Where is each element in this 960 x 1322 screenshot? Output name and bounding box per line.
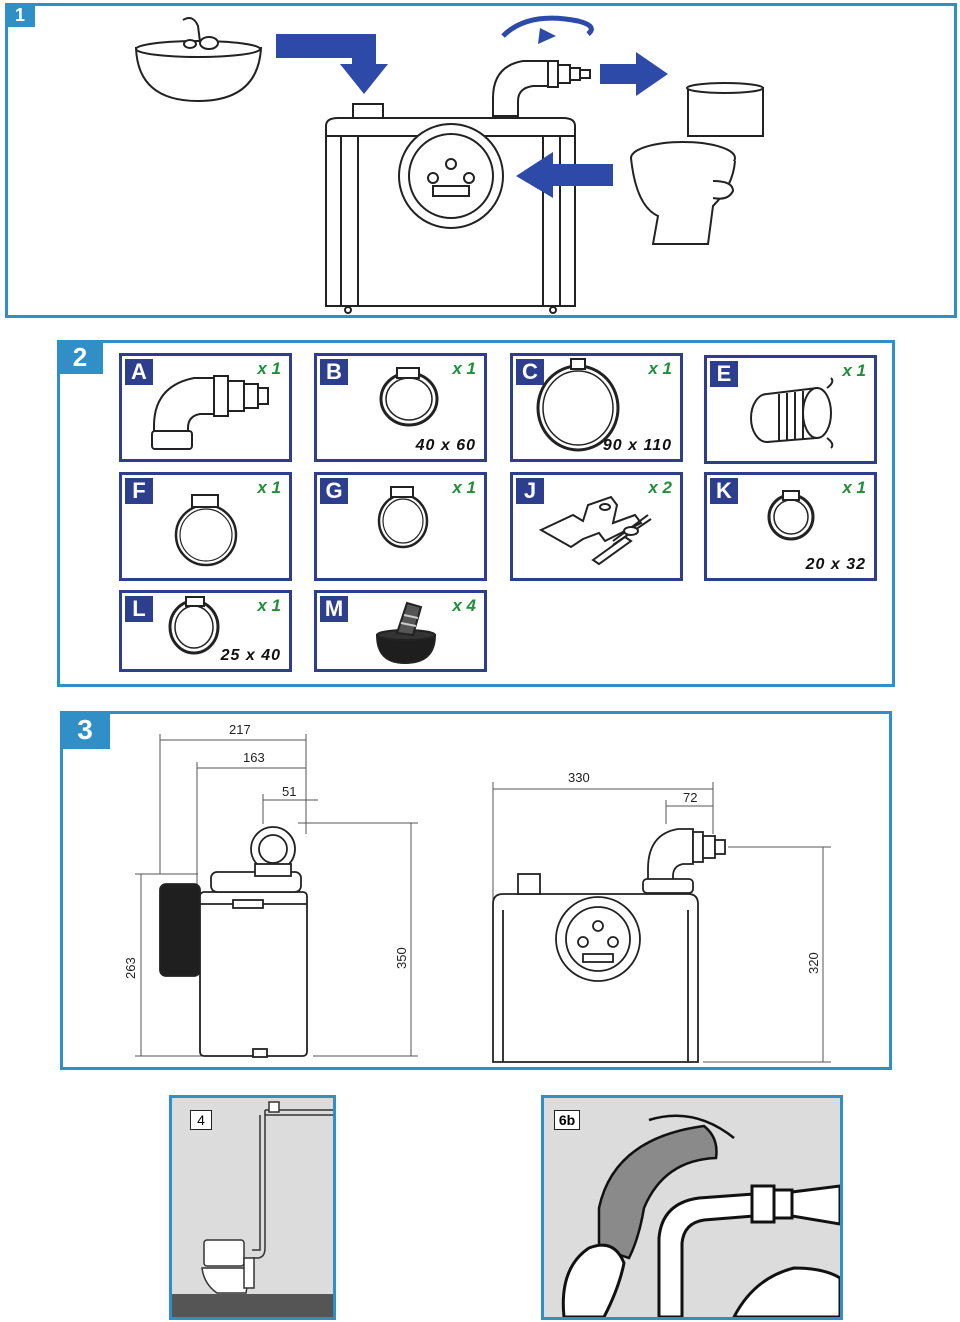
hose-clamp-icon	[379, 367, 439, 427]
part-size: 25 x 40	[220, 647, 281, 664]
clip-clamp-small-icon	[377, 486, 429, 549]
part-quantity: x 1	[452, 478, 476, 497]
part-letter: A	[125, 359, 153, 385]
dimension-263: 263	[123, 957, 138, 979]
part-card-k: K x 1 20 x 32	[704, 472, 877, 581]
panel-3: 3	[60, 711, 892, 1070]
part-quantity: x 1	[648, 359, 672, 378]
panel-number: 1	[5, 3, 35, 27]
inlet-arrow	[276, 34, 388, 94]
vertical-discharge-illustration	[172, 1101, 333, 1317]
part-letter: J	[516, 478, 544, 504]
panel-number: 3	[60, 711, 110, 749]
part-letter: M	[320, 596, 348, 622]
part-quantity: x 1	[452, 359, 476, 378]
panel-4: 4	[169, 1095, 336, 1320]
dimension-320: 320	[806, 952, 821, 974]
medium-hose-clamp-icon	[168, 596, 220, 655]
part-quantity: x 1	[257, 596, 281, 615]
part-letter: K	[710, 478, 738, 504]
part-quantity: x 1	[257, 359, 281, 378]
dimension-72: 72	[683, 790, 697, 805]
part-letter: G	[320, 478, 348, 504]
dimension-163: 163	[243, 750, 265, 765]
part-card-f: F x 1	[119, 472, 292, 581]
part-quantity: x 1	[842, 361, 866, 380]
part-letter: C	[516, 359, 544, 385]
part-quantity: x 1	[257, 478, 281, 497]
clip-clamp-icon	[174, 494, 238, 567]
small-hose-clamp-icon	[767, 490, 815, 541]
toilet-icon	[630, 82, 764, 245]
outlet-arrow	[600, 52, 668, 96]
part-card-g: G x 1	[314, 472, 487, 581]
part-quantity: x 2	[648, 478, 672, 497]
panel-1: 1	[5, 3, 957, 318]
pump-unit-side-view	[159, 826, 308, 1058]
part-card-b: B x 1 40 x 60	[314, 353, 487, 462]
toilet-inflow-arrow	[516, 152, 613, 198]
washbasin-icon	[134, 17, 263, 103]
dimension-drawings: 217 163 51 263 350 330 72 320	[123, 722, 831, 1063]
pump-unit-front	[325, 103, 576, 314]
part-letter: L	[125, 596, 153, 622]
part-quantity: x 4	[452, 596, 476, 615]
motor-cover-removal-illustration	[561, 1114, 840, 1317]
part-card-m: M x 4	[314, 590, 487, 672]
dimension-51: 51	[282, 784, 296, 799]
panel-number: 2	[57, 340, 103, 374]
part-card-l: L x 1 25 x 40	[119, 590, 292, 672]
dimension-350: 350	[394, 947, 409, 969]
part-size: 40 x 60	[415, 437, 476, 454]
part-card-j: J x 2	[510, 472, 683, 581]
part-card-a: A x 1	[119, 353, 292, 462]
toilet-icon	[201, 1239, 255, 1294]
pump-unit-front-view	[492, 828, 726, 1063]
bracket-and-screw-icon	[538, 495, 652, 566]
large-hose-clamp-icon	[536, 358, 620, 452]
part-letter: B	[320, 359, 348, 385]
panel-label: 4	[190, 1110, 212, 1130]
dimension-330: 330	[568, 770, 590, 785]
elbow-fitting-icon	[151, 375, 269, 450]
part-quantity: x 1	[842, 478, 866, 497]
elbow-outlet-icon	[492, 60, 591, 117]
flexible-connector-icon	[750, 377, 834, 449]
panel-6b: 6b	[541, 1095, 843, 1320]
installation-overview-illustration	[134, 15, 764, 314]
part-size: 20 x 32	[805, 556, 866, 573]
part-card-e: E x 1	[704, 355, 877, 464]
part-letter: E	[710, 361, 738, 387]
dimension-217: 217	[229, 722, 251, 737]
part-letter: F	[125, 478, 153, 504]
part-card-c: C x 1 90 x 110	[510, 353, 683, 462]
panel-label: 6b	[554, 1110, 580, 1130]
part-size: 90 x 110	[602, 437, 672, 454]
rotation-arrow	[501, 15, 594, 38]
rubber-foot-icon	[375, 601, 437, 665]
